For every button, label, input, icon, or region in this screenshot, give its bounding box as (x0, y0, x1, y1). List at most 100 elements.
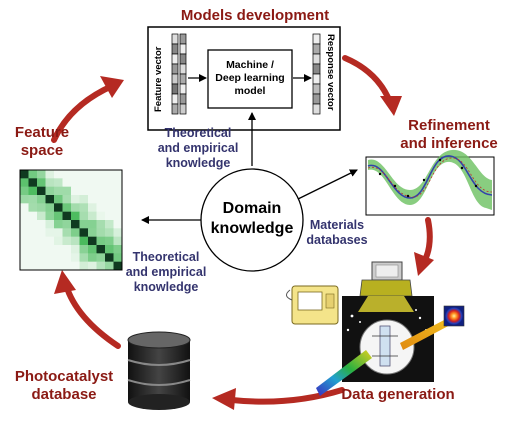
heatmap-cell (37, 261, 46, 271)
heatmap-cell (79, 228, 89, 237)
heatmap-cell (62, 220, 72, 229)
heatmap-cell (37, 203, 46, 212)
heatmap-cell (54, 186, 63, 196)
heatmap-cell (37, 195, 46, 204)
top-knowledge-line-3: knowledge (165, 156, 231, 170)
heatmap-cell (88, 170, 97, 179)
heatmap-cell (45, 245, 55, 254)
heatmap-cell (79, 245, 89, 254)
heatmap-cell (62, 253, 72, 262)
heatmap-cell (79, 253, 89, 262)
domain-knowledge-label: Domain knowledge (207, 199, 297, 239)
heatmap-cell (37, 186, 46, 196)
heatmap-cell (37, 211, 46, 221)
heatmap-cell (37, 220, 46, 229)
left-knowledge-line-1: Theoretical (132, 250, 200, 264)
heatmap-cell (88, 211, 97, 221)
heatmap-cell (37, 236, 46, 246)
heatmap-cell (88, 195, 97, 204)
heatmap-cell (54, 220, 63, 229)
heatmap-cell (45, 195, 55, 204)
heatmap-cell (28, 220, 38, 229)
heatmap-cell (113, 228, 123, 237)
refinement-line-1: Refinement (408, 117, 490, 134)
cycle-arrows (51, 55, 433, 405)
heatmap-cell (113, 211, 123, 221)
refinement-line-2: and inference (400, 135, 498, 152)
heatmap-cell (113, 186, 123, 196)
heatmap-cell (113, 178, 123, 187)
heatmap-cell (96, 170, 106, 179)
heatmap-cell (28, 245, 38, 254)
experimental-setup-icon (286, 261, 465, 396)
heatmap-cell (54, 228, 63, 237)
models-development-label: Models development (180, 7, 330, 24)
heatmap-cell (88, 253, 97, 262)
heatmap-cell (88, 236, 97, 246)
heatmap-cell (105, 245, 114, 254)
heatmap-cell (71, 178, 80, 187)
heatmap-cell (79, 261, 89, 271)
heatmap-cell (113, 253, 123, 262)
heatmap-cell (54, 261, 63, 271)
feature-space-label: Feature space (8, 124, 76, 160)
heatmap-cell (45, 186, 55, 196)
heatmap-cell (45, 170, 55, 179)
heatmap-cell (28, 253, 38, 262)
heatmap-icon (19, 169, 123, 271)
heatmap-cell (105, 253, 114, 262)
heatmap-cell (88, 228, 97, 237)
heatmap-cell (113, 261, 123, 271)
heatmap-cell (62, 186, 72, 196)
heatmap-cell (96, 178, 106, 187)
heatmap-cell (28, 178, 38, 187)
heatmap-cell (88, 261, 97, 271)
heatmap-cell (45, 203, 55, 212)
heatmap-cell (71, 220, 80, 229)
heatmap-cell (28, 195, 38, 204)
heatmap-cell (45, 253, 55, 262)
heatmap-cell (105, 178, 114, 187)
heatmap-cell (62, 261, 72, 271)
heatmap-cell (79, 195, 89, 204)
heatmap-cell (20, 178, 29, 187)
regression-plot-icon (365, 149, 495, 216)
response-vector-label: Response vector (325, 34, 336, 111)
heatmap-cell (20, 195, 29, 204)
ml-model-box (207, 49, 293, 109)
heatmap-cell (105, 220, 114, 229)
heatmap-cell (88, 203, 97, 212)
arrow-to-data-generation (421, 217, 433, 265)
feature-space-line-1: Feature (14, 124, 70, 141)
photocatalyst-database-label: Photocatalyst database (6, 368, 122, 404)
heatmap-cell (88, 220, 97, 229)
heatmap-cell (79, 211, 89, 221)
response-vector-bar (312, 33, 321, 115)
heatmap-cell (62, 170, 72, 179)
heatmap-cell (105, 228, 114, 237)
heatmap-cell (71, 203, 80, 212)
heatmap-cell (28, 228, 38, 237)
top-knowledge-label: Theoretical and empirical knowledge (150, 126, 246, 171)
heatmap-cell (96, 253, 106, 262)
heatmap-cell (105, 186, 114, 196)
heatmap-cell (96, 203, 106, 212)
heatmap-cell (96, 186, 106, 196)
heatmap-cell (54, 245, 63, 254)
heatmap-cell (20, 261, 29, 271)
heatmap-cell (96, 228, 106, 237)
heatmap-cell (54, 211, 63, 221)
heatmap-cell (20, 170, 29, 179)
heatmap-cell (71, 170, 80, 179)
materials-line-2: databases (306, 233, 368, 247)
heatmap-cell (62, 236, 72, 246)
feature-space-line-2: space (20, 142, 64, 159)
heatmap-cell (71, 186, 80, 196)
heatmap-cell (45, 211, 55, 221)
heatmap-cell (62, 203, 72, 212)
materials-databases-label: Materials databases (298, 218, 376, 248)
heatmap-cell (79, 186, 89, 196)
heatmap-cell (96, 195, 106, 204)
heatmap-cell (105, 170, 114, 179)
